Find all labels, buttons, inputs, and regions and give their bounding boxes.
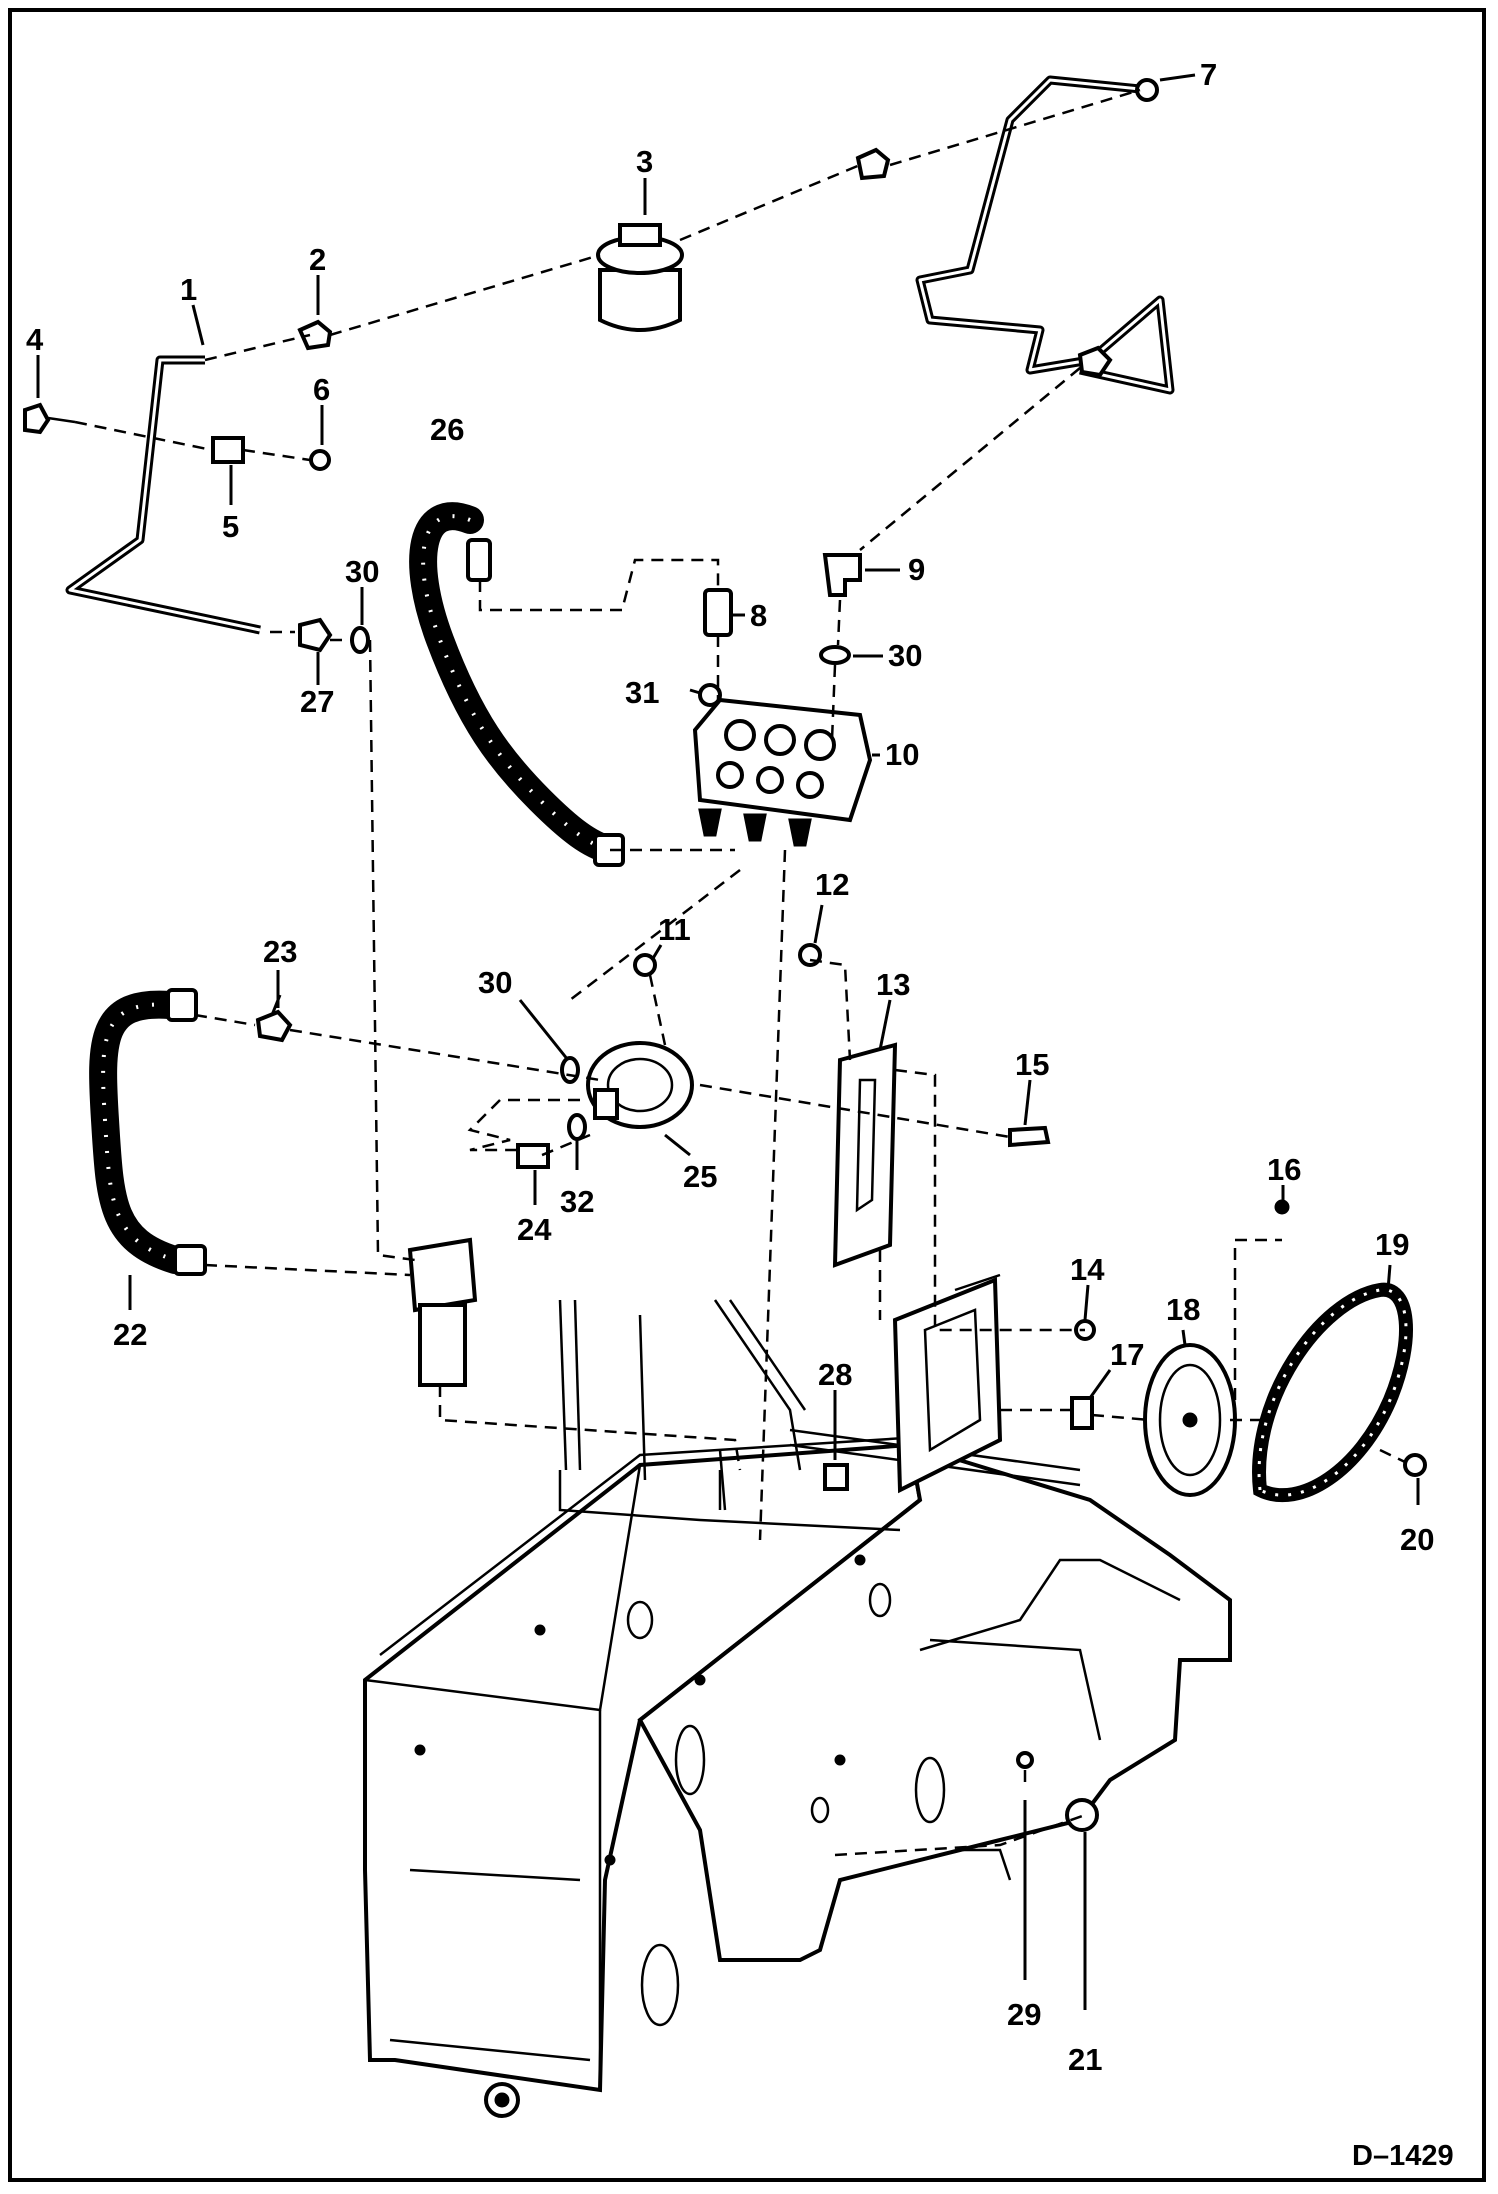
callout-20: 20	[1400, 1522, 1434, 1557]
fitting-block	[407, 1237, 478, 1387]
callout-14: 14	[1070, 1252, 1105, 1287]
callout-2: 2	[309, 242, 326, 277]
callout-21: 21	[1068, 2042, 1102, 2077]
callout-1: 1	[180, 272, 197, 307]
callout-7: 7	[1200, 57, 1217, 92]
pump-25	[586, 1041, 694, 1129]
assembly-lines	[74, 88, 1406, 1857]
callout-17: 17	[1110, 1337, 1144, 1372]
callout-12: 12	[815, 867, 849, 902]
hose-22	[89, 988, 207, 1276]
callout-23: 23	[263, 934, 297, 969]
filter-3	[596, 223, 684, 332]
callout-15: 15	[1015, 1047, 1049, 1082]
callout-27: 27	[300, 684, 334, 719]
pump-bracket	[892, 1273, 1003, 1494]
callout-19: 19	[1375, 1227, 1409, 1262]
callout-30-right: 30	[888, 638, 922, 673]
callout-29: 29	[1007, 1997, 1041, 2032]
callout-26: 26	[430, 412, 464, 447]
belt-19	[1252, 1282, 1413, 1502]
callout-24: 24	[517, 1212, 552, 1247]
hose-26	[409, 502, 625, 867]
callout-5: 5	[222, 509, 239, 544]
valve-block-10	[692, 697, 873, 847]
callout-25: 25	[683, 1159, 717, 1194]
callout-labels: 1 2 3 4 5 6 7 8 9 10 11 12 13 14 15 16 1…	[26, 57, 1434, 2077]
callout-28: 28	[818, 1357, 852, 1392]
leader-lines	[36, 73, 1420, 2010]
callout-11: 11	[658, 912, 691, 947]
callout-30-upper: 30	[345, 554, 379, 589]
figure-id: D–1429	[1352, 2140, 1454, 2172]
callout-9: 9	[908, 552, 925, 587]
elbow-9	[822, 553, 862, 597]
callout-3: 3	[636, 144, 653, 179]
callout-30-lower: 30	[478, 965, 512, 1000]
callout-16: 16	[1267, 1152, 1301, 1187]
callout-32: 32	[560, 1184, 594, 1219]
callout-13: 13	[876, 967, 910, 1002]
pulley-18	[1143, 1343, 1237, 1497]
callout-6: 6	[313, 372, 330, 407]
callout-18: 18	[1166, 1292, 1200, 1327]
upper-tube-left	[65, 355, 261, 635]
main-frame	[363, 1299, 1232, 2118]
fitting-8	[703, 588, 733, 637]
callout-8: 8	[750, 598, 767, 633]
callout-22: 22	[113, 1317, 147, 1352]
callout-10: 10	[885, 737, 919, 772]
callout-4: 4	[26, 322, 44, 357]
upper-tube-right	[915, 75, 1175, 395]
small-parts	[23, 78, 1427, 1832]
gasket-13	[832, 1042, 898, 1268]
callout-31: 31	[625, 675, 659, 710]
